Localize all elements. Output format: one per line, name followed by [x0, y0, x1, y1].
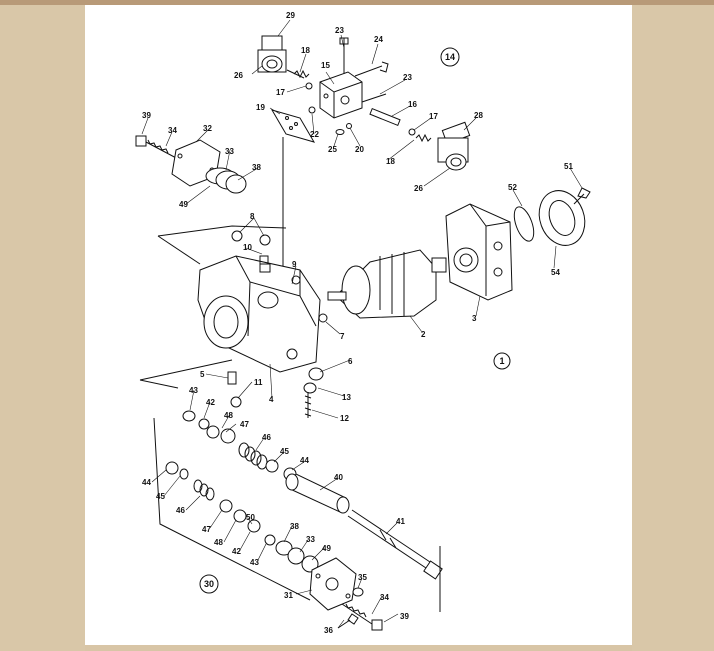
solenoid-29 — [257, 35, 287, 73]
right-background — [632, 5, 714, 651]
label-49: 49 — [322, 544, 331, 553]
piston-41 — [347, 509, 443, 580]
label-3: 3 — [472, 314, 477, 323]
label-12: 12 — [340, 414, 349, 423]
bolt-23b — [361, 93, 387, 103]
label-18: 18 — [301, 46, 310, 55]
label-52: 52 — [508, 183, 517, 192]
label-22: 22 — [310, 130, 319, 139]
cover-54 — [538, 190, 586, 246]
label-25: 25 — [328, 145, 337, 154]
label-26: 26 — [234, 71, 243, 80]
label-43: 43 — [250, 558, 259, 567]
label-33: 33 — [306, 535, 315, 544]
label-35: 35 — [358, 573, 367, 582]
left-background — [0, 5, 85, 651]
port-plate-3 — [445, 203, 513, 301]
spring-18a — [293, 69, 310, 79]
label-18: 18 — [386, 157, 395, 166]
label-50: 50 — [246, 513, 255, 522]
label-17: 17 — [276, 88, 285, 97]
bolt-36 — [337, 613, 359, 629]
label-44: 44 — [142, 478, 151, 487]
label-40: 40 — [334, 473, 343, 482]
label-42: 42 — [232, 547, 241, 556]
label-29: 29 — [286, 11, 295, 20]
bolt-12 — [304, 392, 312, 418]
bolt-24 — [354, 61, 389, 77]
label-41: 41 — [396, 517, 405, 526]
cover-31 — [309, 557, 357, 611]
label-23: 23 — [403, 73, 412, 82]
bolt-23a — [339, 37, 349, 74]
label-17: 17 — [429, 112, 438, 121]
label-46: 46 — [176, 506, 185, 515]
label-39: 39 — [400, 612, 409, 621]
label-7: 7 — [340, 332, 345, 341]
group-label-14: 14 — [445, 52, 455, 62]
group-circle-1 — [493, 352, 511, 370]
label-44: 44 — [300, 456, 309, 465]
label-51: 51 — [564, 162, 573, 171]
label-26: 26 — [414, 184, 423, 193]
label-5: 5 — [200, 370, 205, 379]
label-49: 49 — [179, 200, 188, 209]
label-2: 2 — [421, 330, 426, 339]
label-47: 47 — [202, 525, 211, 534]
diagram-page — [85, 5, 632, 645]
label-28: 28 — [474, 111, 483, 120]
label-31: 31 — [284, 591, 293, 600]
label-43: 43 — [189, 386, 198, 395]
label-15: 15 — [321, 61, 330, 70]
housing-4 — [197, 255, 321, 373]
label-46: 46 — [262, 433, 271, 442]
bolt-51 — [573, 187, 591, 205]
label-9: 9 — [292, 260, 297, 269]
group-circle-30 — [199, 574, 219, 594]
label-47: 47 — [240, 420, 249, 429]
label-33: 33 — [225, 147, 234, 156]
label-16: 16 — [408, 100, 417, 109]
group-circle-14 — [440, 47, 460, 67]
label-24: 24 — [374, 35, 383, 44]
label-34: 34 — [380, 593, 389, 602]
bolt-39a — [135, 135, 147, 147]
label-4: 4 — [269, 395, 274, 404]
valve-block-15 — [319, 71, 363, 119]
bolt-34b — [341, 603, 373, 625]
label-45: 45 — [156, 492, 165, 501]
label-54: 54 — [551, 268, 560, 277]
rotary-group-2 — [327, 249, 447, 319]
label-36: 36 — [324, 626, 333, 635]
plate-19 — [270, 109, 316, 143]
solenoid-28 — [437, 121, 471, 171]
label-34: 34 — [168, 126, 177, 135]
group-labels: 14 1 30 — [204, 52, 505, 589]
label-32: 32 — [203, 124, 212, 133]
part-labels: 29 18 23 24 26 15 17 23 19 22 16 17 28 2… — [142, 11, 573, 635]
spool-16 — [369, 107, 401, 127]
plugs-8-10 — [231, 230, 271, 265]
label-42: 42 — [206, 398, 215, 407]
label-23: 23 — [335, 26, 344, 35]
label-38: 38 — [252, 163, 261, 172]
label-39: 39 — [142, 111, 151, 120]
cylinder-40 — [285, 473, 350, 514]
group-label-30: 30 — [204, 579, 214, 589]
label-45: 45 — [280, 447, 289, 456]
group-label-1: 1 — [499, 356, 504, 366]
label-11: 11 — [254, 378, 263, 387]
label-8: 8 — [250, 212, 255, 221]
label-19: 19 — [256, 103, 265, 112]
label-6: 6 — [348, 357, 353, 366]
top-border — [0, 0, 714, 5]
label-10: 10 — [243, 243, 252, 252]
spring-18b — [415, 133, 432, 143]
label-48: 48 — [224, 411, 233, 420]
label-38: 38 — [290, 522, 299, 531]
label-48: 48 — [214, 538, 223, 547]
label-13: 13 — [342, 393, 351, 402]
label-20: 20 — [355, 145, 364, 154]
